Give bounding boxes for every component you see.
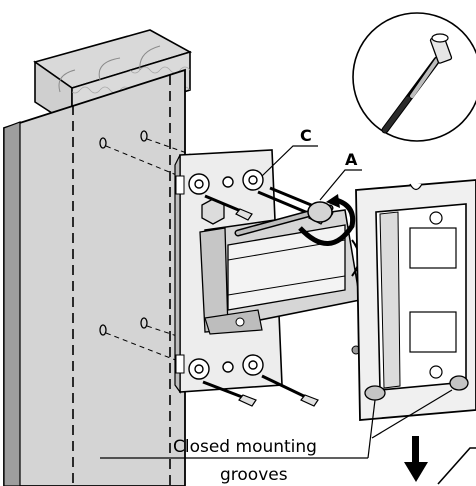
caption-line-2: grooves bbox=[220, 465, 288, 485]
rotation-arrow-icon bbox=[298, 197, 356, 246]
callout-leaders bbox=[261, 145, 362, 201]
electrical-box bbox=[355, 179, 476, 421]
mounting-groove-left bbox=[364, 385, 386, 401]
wall-hole bbox=[140, 317, 148, 329]
down-arrow-icon bbox=[404, 436, 428, 482]
wall-hole bbox=[99, 137, 107, 149]
mount-arm bbox=[199, 198, 361, 355]
mounting-groove-right bbox=[449, 375, 469, 391]
socket-wrench-in-use bbox=[234, 194, 356, 246]
callout-a-label: A bbox=[345, 150, 358, 169]
warning-triangle-icon bbox=[437, 447, 476, 485]
socket-wrench-inset bbox=[352, 12, 476, 142]
wall-hole bbox=[140, 130, 148, 142]
caption-leaders bbox=[100, 389, 453, 459]
callout-c-label: C bbox=[300, 126, 312, 145]
wall-hole bbox=[99, 324, 107, 336]
caption-line-1: Closed mounting bbox=[173, 437, 317, 457]
